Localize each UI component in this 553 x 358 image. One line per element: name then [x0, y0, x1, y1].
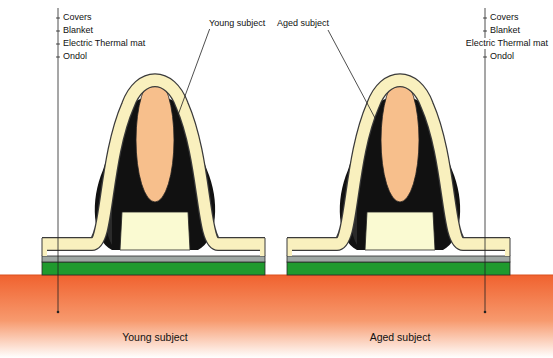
layer-label: Ondol: [62, 51, 88, 62]
layer-label: Covers: [62, 12, 93, 23]
callout-label: Aged subject: [276, 18, 330, 29]
callout-label: Young subject: [208, 18, 266, 29]
layer-label: Ondol: [489, 51, 515, 62]
layer-label: Blanket: [489, 25, 521, 36]
layer-label: Electric Thermal mat: [62, 38, 146, 49]
aged-figure: [287, 78, 510, 275]
layer-label: Blanket: [62, 25, 94, 36]
layer-label: Electric Thermal mat: [465, 38, 549, 49]
young-figure: [42, 78, 265, 275]
caption-label: Young subject: [121, 332, 189, 343]
layer-label: Covers: [489, 12, 520, 23]
leader-lines: [56, 8, 487, 312]
caption-label: Aged subject: [369, 332, 432, 343]
